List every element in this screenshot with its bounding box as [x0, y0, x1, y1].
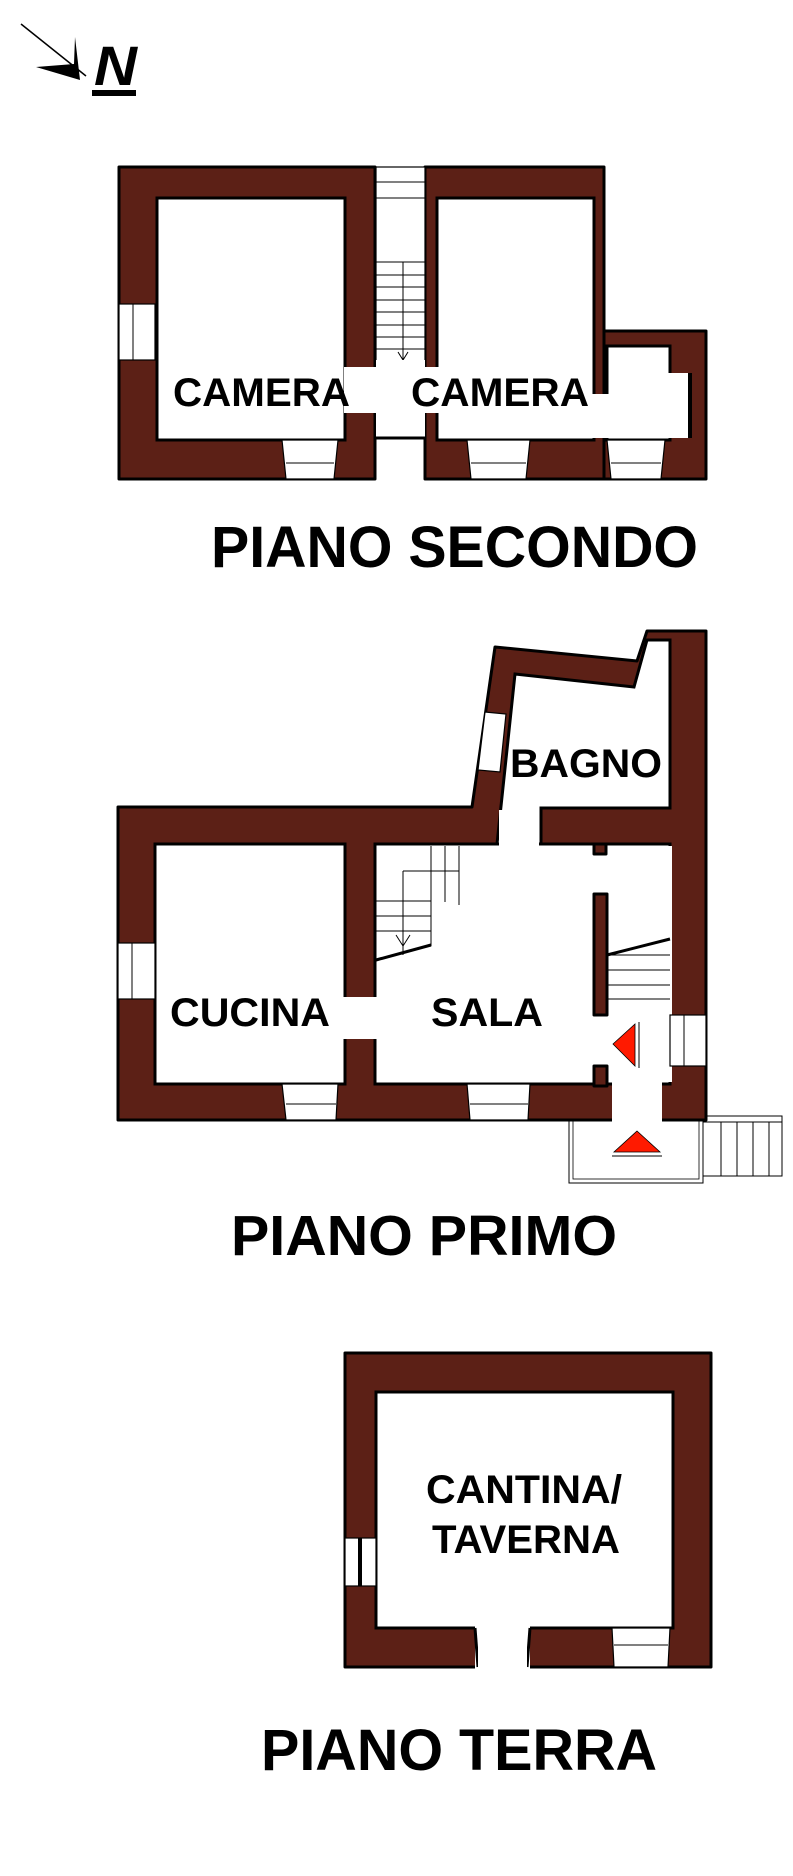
- first-floor-plan: BAGNO CUCINA SALA: [116, 629, 783, 1184]
- room-label-bagno: BAGNO: [510, 742, 662, 786]
- staircase-sala: [375, 846, 460, 962]
- room-label-sala: SALA: [431, 991, 543, 1035]
- room-label-taverna: TAVERNA: [432, 1518, 620, 1562]
- room-label-camera-1: CAMERA: [173, 371, 350, 415]
- entrance-arrow-left-icon: [612, 1023, 636, 1067]
- second-floor-plan: CAMERA CAMERA: [117, 165, 708, 481]
- floor-title-second: PIANO SECONDO: [211, 515, 698, 580]
- room-label-cantina: CANTINA/: [426, 1468, 622, 1512]
- staircase: [375, 166, 426, 362]
- floor-title-ground: PIANO TERRA: [261, 1718, 657, 1783]
- room-label-cucina: CUCINA: [170, 991, 330, 1035]
- north-arrow-icon: N: [20, 23, 139, 97]
- room-label-camera-2: CAMERA: [411, 371, 589, 415]
- entrance-arrow-up-icon: [612, 1130, 662, 1153]
- floor-title-first: PIANO PRIMO: [231, 1204, 617, 1268]
- ground-floor-plan: CANTINA/ TAVERNA: [343, 1351, 713, 1670]
- staircase-corridor: [606, 937, 671, 1000]
- entrance-steps: [702, 1115, 783, 1177]
- north-label: N: [94, 34, 139, 97]
